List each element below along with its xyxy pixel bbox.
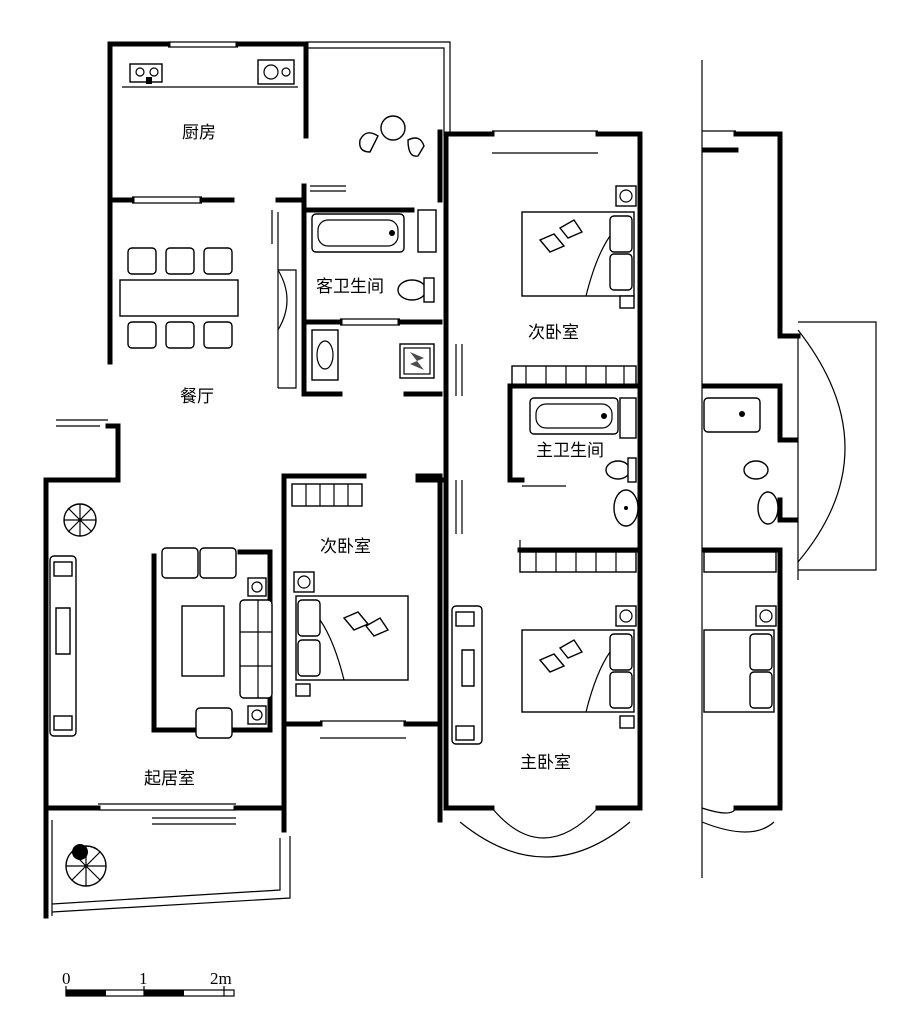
bathtub-icon	[311, 213, 405, 253]
master-toilet-icon	[605, 460, 631, 480]
wardrobe-mid	[291, 483, 363, 507]
living-room-label: 起居室	[144, 769, 195, 789]
armchair-icon	[161, 547, 199, 579]
sofa-icon	[239, 599, 273, 699]
nightstand-lamp-icon	[615, 185, 637, 207]
scale-label-0: 0	[62, 969, 71, 988]
toilet-icon	[397, 279, 427, 301]
scale-label-1: 1	[139, 969, 148, 988]
master-bath-walls	[507, 383, 643, 553]
lamp-bottom-icon	[247, 705, 267, 725]
plant-pot-icon	[65, 844, 107, 887]
armchair-bottom-icon	[195, 707, 233, 739]
kitchen-balcony	[306, 41, 451, 192]
wardrobe-master	[519, 551, 637, 573]
second-bedroom-mid-label: 次卧室	[320, 537, 371, 557]
scale-bar	[65, 986, 235, 997]
master-bed-icon	[521, 629, 635, 713]
washbasin-icon	[311, 329, 339, 381]
kitchen-label: 厨房	[182, 123, 216, 143]
kitchen-walls	[107, 41, 309, 365]
master-bedroom-label: 主卧室	[520, 753, 571, 773]
mid-bed-icon	[295, 595, 409, 681]
scale-label-2m: 2m	[210, 969, 232, 988]
mid-nightstand-icon	[293, 571, 315, 593]
master-bathtub-icon	[529, 397, 619, 435]
dining-furniture	[119, 247, 239, 349]
second-bedroom-top-walls	[437, 129, 643, 471]
living-room-walls	[43, 419, 291, 919]
wardrobe-top	[511, 365, 637, 387]
master-bath-label: 主卫生间	[536, 441, 604, 461]
sink-icon	[257, 59, 295, 85]
dining-label: 餐厅	[180, 387, 214, 407]
coffee-table	[181, 605, 225, 677]
guest-bath-label: 客卫生间	[316, 277, 384, 297]
second-bedroom-mid-walls	[281, 473, 443, 833]
dining-table	[119, 279, 239, 317]
lamp-icon	[247, 577, 267, 597]
neighbor-unit	[701, 60, 877, 878]
guest-bath-walls	[271, 183, 443, 397]
master-bedroom-walls	[415, 465, 643, 858]
second-bedroom-top-label: 次卧室	[528, 323, 579, 343]
balcony-table-chairs-icon	[359, 115, 425, 157]
master-nightstand-icon	[615, 605, 637, 627]
bed-icon	[521, 211, 635, 297]
